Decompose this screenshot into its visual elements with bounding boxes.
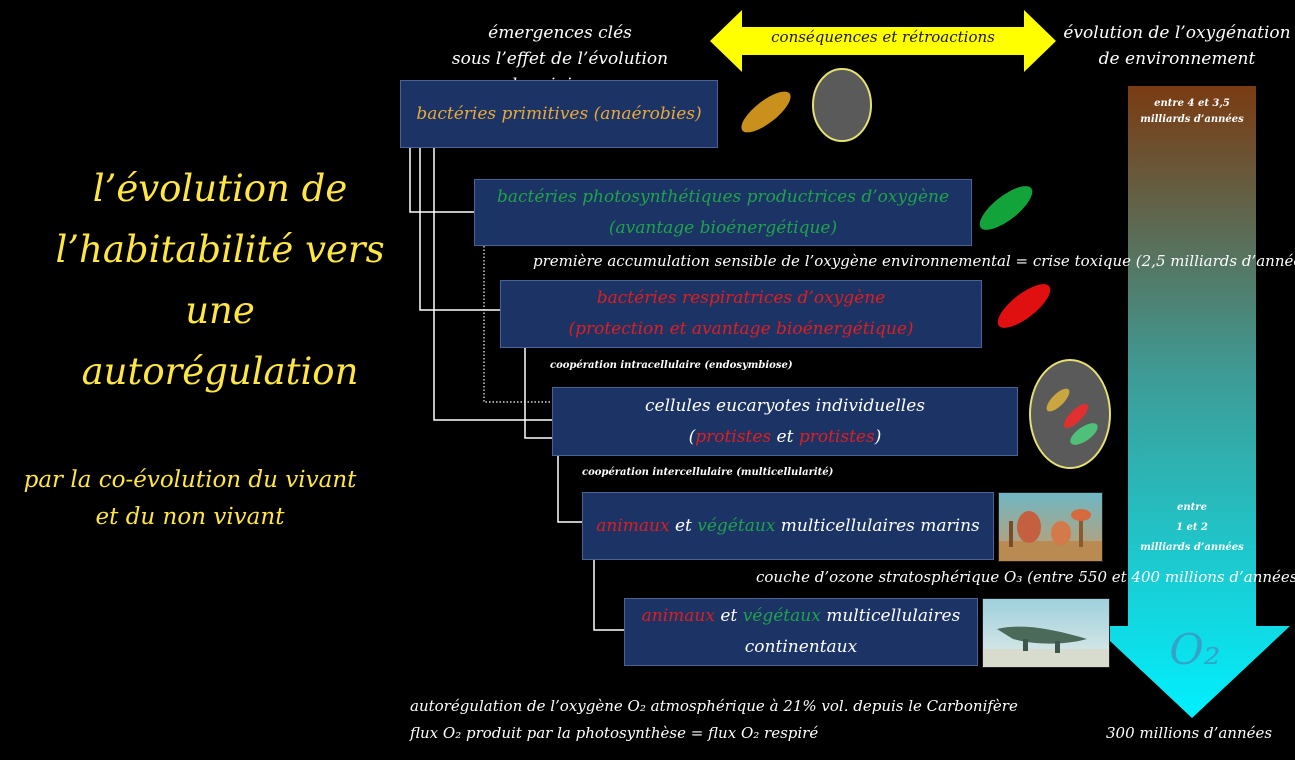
header-right-line-2: de environnement <box>1098 49 1256 69</box>
box-eukaryotes: cellules eucaryotes individuelles (proti… <box>552 387 1018 456</box>
header-right: évolution de l’oxygénation de environnem… <box>1062 20 1292 72</box>
oxygen-bottom-label: 300 millions d’années <box>1106 724 1273 742</box>
multicellularite-note: coopération intercellulaire (multicellul… <box>582 467 834 478</box>
animaux-word: animaux <box>641 606 715 626</box>
animaux-word: animaux <box>596 515 670 536</box>
title-line-1: l’évolution de <box>92 167 348 210</box>
box-primitive-bacteria: bactéries primitives (anaérobies) <box>400 80 718 148</box>
oxygen-mid-line-3: milliards d’années <box>1140 542 1244 553</box>
slide-subtitle: par la co-évolution du vivant et du non … <box>10 462 370 536</box>
endosymbiose-note: coopération intracellulaire (endosymbios… <box>550 360 793 371</box>
protistes-second: protistes <box>798 426 875 447</box>
box-eukaryotes-line-1: cellules eucaryotes individuelles <box>645 395 925 416</box>
box-continental-multicellular: animaux et végétaux multicellulaires con… <box>624 598 978 666</box>
continental-life-image <box>982 598 1110 668</box>
autoregulation-note-2: flux O₂ produit par la photosynthèse = f… <box>410 724 819 742</box>
title-line-3: autorégulation <box>81 350 359 393</box>
box-marine-multicellular: animaux et végétaux multicellulaires mar… <box>582 492 994 560</box>
subtitle-line-1: par la co-évolution du vivant <box>23 467 357 493</box>
box-eukaryotes-line-2: (protistes et protistes) <box>689 422 882 453</box>
box-respiratory-line-1: bactéries respiratrices d’oxygène <box>596 288 886 308</box>
marine-scene-icon <box>999 509 1102 561</box>
box-continental-line-2: continentaux <box>744 637 858 657</box>
paren-close: ) <box>874 426 882 447</box>
continental-rest: multicellulaires <box>826 606 961 626</box>
primitive-bacterium-icon <box>741 91 791 133</box>
oxygen-top-line-2: milliards d’années <box>1140 114 1244 125</box>
oxygen-mid-line-2: 1 et 2 <box>1176 522 1208 533</box>
and-word: et <box>720 606 738 626</box>
green-bacterium-icon <box>979 186 1033 230</box>
marine-rest: multicellulaires marins <box>780 515 980 536</box>
primitive-cell-icon <box>812 68 872 142</box>
tetrapod-icon <box>983 626 1109 667</box>
box-marine-line: animaux et végétaux multicellulaires mar… <box>596 511 980 542</box>
arrow-label: conséquences et rétroactions <box>771 28 995 46</box>
crise-note: première accumulation sensible de l’oxyg… <box>533 252 1295 270</box>
double-arrow-icon <box>710 10 1056 72</box>
oxygen-top-line-1: entre 4 et 3,5 <box>1154 98 1230 109</box>
marine-life-image <box>998 492 1103 562</box>
eukaryote-cell-icon <box>1029 359 1111 469</box>
vegetaux-word: végétaux <box>742 606 821 626</box>
ozone-note: couche d’ozone stratosphérique O₃ (entre… <box>756 568 1295 586</box>
oxygen-mid-label: entre 1 et 2 milliards d’années <box>1128 498 1256 558</box>
box-primitive-label: bactéries primitives (anaérobies) <box>416 103 702 124</box>
red-bacterium-icon <box>997 284 1051 328</box>
protistes-red: protistes <box>695 426 772 447</box>
box-photosynthetic-line-1: bactéries photosynthétiques productrices… <box>496 186 950 207</box>
autoregulation-note-1: autorégulation de l’oxygène O₂ atmosphér… <box>410 697 1018 715</box>
header-right-line-1: évolution de l’oxygénation <box>1063 23 1291 43</box>
paren-open: ( <box>688 426 696 447</box>
box-continental-line-1: animaux et végétaux multicellulaires <box>642 601 961 632</box>
oxygen-mid-line-1: entre <box>1177 502 1207 513</box>
oxygen-arrow-icon <box>1110 86 1290 718</box>
oxygen-top-label: entre 4 et 3,5 milliards d’années <box>1128 96 1256 128</box>
and-word: et <box>674 515 692 536</box>
subtitle-line-2: et du non vivant <box>95 504 285 530</box>
box-respiratory-bacteria: bactéries respiratrices d’oxygène (prote… <box>500 280 982 348</box>
and-word: et <box>776 426 794 447</box>
title-line-2: l’habitabilité vers une <box>55 228 385 332</box>
slide-title: l’évolution de l’habitabilité vers une a… <box>40 158 400 402</box>
vegetaux-word: végétaux <box>697 515 776 536</box>
o2-label: O₂ <box>1169 625 1221 674</box>
box-photosynthetic-line-2: (avantage bioénergétique) <box>608 217 838 238</box>
header-left-line-1: émergences clés <box>488 23 632 43</box>
box-respiratory-line-2: (protection et avantage bioénergétique) <box>568 319 914 339</box>
box-photosynthetic-bacteria: bactéries photosynthétiques productrices… <box>474 179 972 246</box>
